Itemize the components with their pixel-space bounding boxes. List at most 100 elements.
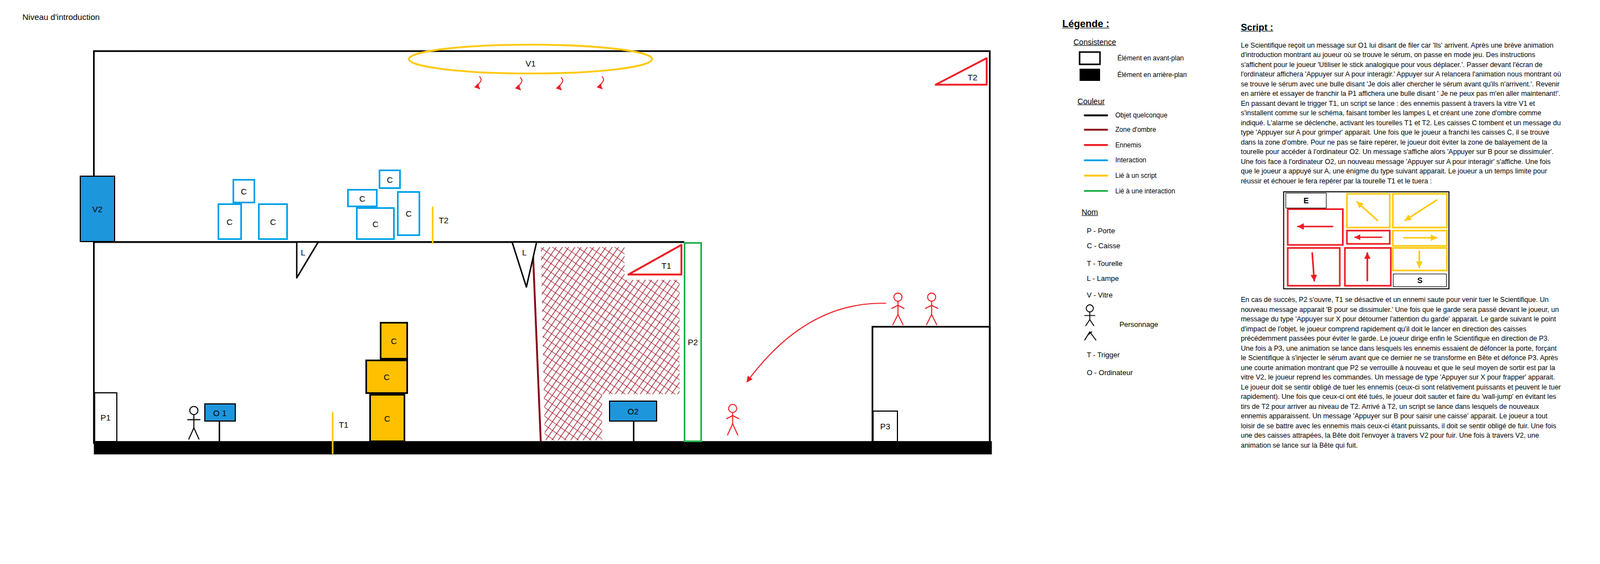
- level-title: Niveau d'introduction: [22, 12, 101, 23]
- exit-room: [872, 326, 990, 443]
- puzzle-arrow: [1366, 253, 1369, 281]
- script-heading: Script :: [1240, 22, 1274, 34]
- puzzle-arrow: [1312, 253, 1315, 281]
- node-label: C: [240, 186, 247, 195]
- script-paragraph: Le Scientifique reçoit un message sur O1…: [1240, 40, 1562, 187]
- puzzle-arrow: [1405, 199, 1437, 221]
- puzzle-cell: [1287, 248, 1340, 286]
- node-label: C: [405, 209, 412, 218]
- drawing-part: [1084, 331, 1096, 340]
- node-label: P3: [880, 421, 891, 431]
- node-label: P1: [100, 412, 111, 421]
- turret-symbol: T2: [935, 58, 987, 85]
- legend-text: Zone d'ombre: [1115, 125, 1157, 134]
- crate-box: C: [369, 393, 406, 442]
- computer-stand: [218, 421, 221, 442]
- node-label: S: [1417, 276, 1423, 285]
- door: P2: [683, 241, 703, 442]
- enemy-figure: [726, 404, 739, 435]
- door: P3: [872, 410, 898, 442]
- drawing-part: [1086, 304, 1094, 312]
- drawing-part: [893, 314, 903, 325]
- triangle-outline: [628, 244, 682, 275]
- legend-character-icon: [1084, 304, 1096, 340]
- node-label: C: [383, 372, 390, 381]
- ceiling-wall: [94, 50, 990, 53]
- puzzle-arrow: [1356, 202, 1378, 221]
- window-glass: V2: [79, 175, 116, 242]
- shadow-zone: [540, 246, 680, 440]
- drawing-part: [891, 305, 905, 309]
- node-label: C: [384, 413, 391, 422]
- crate-box: C: [365, 359, 409, 395]
- trigger-label: T1: [338, 419, 349, 430]
- drawing-part: [728, 404, 737, 413]
- enemy-entry-arrow: [518, 77, 523, 90]
- door: P1: [94, 391, 118, 442]
- node-label: C: [270, 217, 277, 226]
- trigger-line: [331, 412, 334, 454]
- crate-box: C: [378, 169, 402, 189]
- node-label: O2: [627, 406, 639, 415]
- computer-screen: O 1: [204, 403, 236, 422]
- legend-sample-line: [1084, 128, 1108, 131]
- legend-sample-line: [1084, 114, 1108, 117]
- crate-box: C: [396, 191, 421, 236]
- crate-box: C: [257, 203, 288, 240]
- shadow-edge: [532, 244, 541, 443]
- legend-text: Ennemis: [1115, 140, 1142, 149]
- legend-text: P - Porte: [1086, 226, 1116, 236]
- enemy-jump-arrow: [746, 302, 886, 382]
- node-label: C: [359, 193, 366, 203]
- node-label: T2: [967, 73, 978, 82]
- legend-sample-box: [1079, 52, 1101, 65]
- computer-stand: [632, 421, 635, 442]
- crate-box: C: [217, 203, 242, 240]
- node-label: C: [226, 217, 233, 226]
- puzzle-cell: [1344, 248, 1391, 286]
- puzzle-frame: [1283, 191, 1450, 289]
- node-label: L: [522, 248, 527, 257]
- enemy-figure: [925, 292, 938, 325]
- node-label: P2: [687, 337, 698, 347]
- ground: [94, 440, 993, 454]
- node-label: E: [1303, 196, 1309, 205]
- enemy-entry-arrow: [477, 76, 482, 89]
- drawing-part: [188, 427, 199, 439]
- trigger-label: T2: [439, 215, 449, 226]
- puzzle-cell: [1392, 248, 1448, 271]
- legend-heading: Légende :: [1062, 18, 1110, 31]
- node-label: O 1: [213, 408, 227, 417]
- drawing-part: [1087, 331, 1092, 335]
- scientist-figure: [187, 406, 200, 440]
- drawing-part: [1084, 315, 1095, 317]
- puzzle-cell: [1287, 209, 1344, 246]
- puzzle-entry-box: E: [1285, 192, 1327, 209]
- crate-box: C: [379, 321, 409, 360]
- legend-section-heading: Consistence: [1073, 37, 1117, 47]
- drawing-part: [189, 406, 199, 415]
- legend-sample-line: [1084, 159, 1108, 162]
- triangle-outline: [935, 58, 987, 85]
- puzzle-cell: [1346, 193, 1390, 228]
- legend-swatch: [1079, 68, 1101, 81]
- drawing-part: [187, 419, 200, 421]
- legend-text: O - Ordinateur: [1086, 368, 1133, 378]
- drawing-part: [897, 301, 899, 315]
- drawing-part: [894, 292, 903, 302]
- turret-symbol: T1: [628, 244, 682, 275]
- drawing-part: [731, 412, 734, 424]
- drawing-part: [1085, 319, 1094, 326]
- drawing-part: [925, 305, 938, 309]
- lamp-symbol: L: [512, 241, 537, 287]
- legend-text: V - Vitre: [1086, 290, 1113, 300]
- puzzle-arrow: [1355, 236, 1382, 239]
- legend-text: T - Trigger: [1086, 351, 1120, 360]
- ellipse-outline: [409, 44, 653, 74]
- puzzle-arrow: [1404, 236, 1437, 239]
- window-glass: V1: [408, 43, 653, 75]
- legend-text: Lié à un script: [1115, 171, 1158, 180]
- triangle-outline: [296, 241, 319, 278]
- upper-floor: [94, 240, 684, 243]
